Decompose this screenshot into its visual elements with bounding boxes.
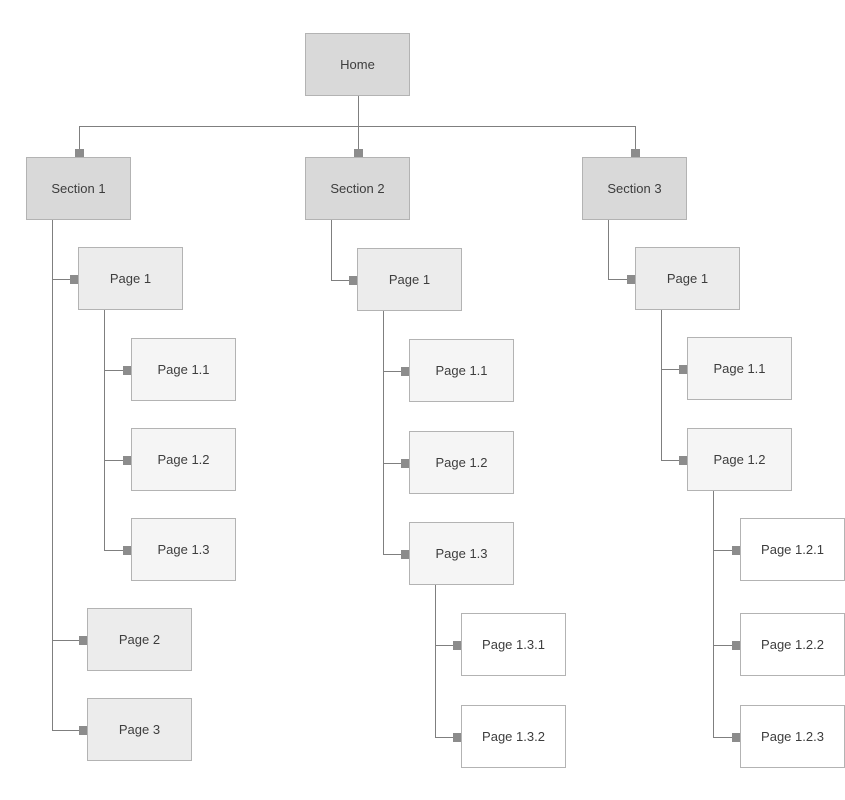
child-branch	[661, 368, 687, 370]
node-label: Page 1.2	[713, 452, 766, 467]
node-s1p11[interactable]: Page 1.1	[131, 338, 236, 401]
child-spine	[713, 491, 714, 737]
connector-marker	[401, 366, 410, 376]
node-label: Section 3	[607, 181, 662, 196]
node-label: Page 1.3	[435, 546, 488, 561]
child-spine	[608, 220, 609, 279]
node-s2p12[interactable]: Page 1.2	[409, 431, 514, 494]
connector-marker	[732, 545, 741, 555]
node-label: Page 1.3.2	[482, 729, 545, 744]
node-label: Home	[340, 57, 375, 72]
connector-marker	[123, 365, 132, 375]
child-branch	[52, 639, 87, 641]
connector-marker	[123, 545, 132, 555]
node-label: Page 1.1	[713, 361, 766, 376]
section-drop	[78, 126, 80, 157]
child-spine	[435, 585, 436, 737]
child-branch	[104, 369, 131, 371]
child-branch	[435, 644, 461, 646]
node-label: Page 1.2	[435, 455, 488, 470]
node-label: Section 2	[330, 181, 385, 196]
node-s2p1[interactable]: Page 1	[357, 248, 462, 311]
home-trunk	[357, 96, 359, 126]
child-branch	[331, 279, 357, 281]
child-spine	[383, 311, 384, 554]
child-branch	[661, 459, 687, 461]
connector-marker	[79, 725, 88, 735]
node-label: Page 1	[388, 272, 431, 287]
connector-marker	[630, 149, 640, 158]
node-label: Page 1	[109, 271, 152, 286]
node-s2p13[interactable]: Page 1.3	[409, 522, 514, 585]
child-branch	[713, 644, 740, 646]
node-label: Page 1.3.1	[482, 637, 545, 652]
child-branch	[383, 370, 409, 372]
connector-marker	[679, 364, 688, 374]
node-s2[interactable]: Section 2	[305, 157, 410, 220]
connector-marker	[349, 275, 358, 285]
node-s1p12[interactable]: Page 1.2	[131, 428, 236, 491]
connector-marker	[732, 732, 741, 742]
node-s1p1[interactable]: Page 1	[78, 247, 183, 310]
node-label: Section 1	[51, 181, 106, 196]
connector-marker	[353, 149, 363, 158]
node-s1[interactable]: Section 1	[26, 157, 131, 220]
child-spine	[331, 220, 332, 280]
connector-marker	[453, 640, 462, 650]
node-s2p132[interactable]: Page 1.3.2	[461, 705, 566, 768]
node-label: Page 1.2	[157, 452, 210, 467]
connector-marker	[679, 455, 688, 465]
child-branch	[713, 549, 740, 551]
connector-marker	[401, 458, 410, 468]
child-branch	[608, 278, 635, 280]
section-drop	[357, 126, 359, 157]
node-label: Page 3	[118, 722, 161, 737]
node-label: Page 2	[118, 632, 161, 647]
connector-marker	[401, 549, 410, 559]
node-label: Page 1.3	[157, 542, 210, 557]
node-label: Page 1.1	[435, 363, 488, 378]
node-s3p121[interactable]: Page 1.2.1	[740, 518, 845, 581]
node-s1p13[interactable]: Page 1.3	[131, 518, 236, 581]
node-label: Page 1	[666, 271, 709, 286]
node-s2p11[interactable]: Page 1.1	[409, 339, 514, 402]
connector-marker	[79, 635, 88, 645]
node-s1p2[interactable]: Page 2	[87, 608, 192, 671]
node-label: Page 1.2.2	[761, 637, 824, 652]
node-label: Page 1.2.3	[761, 729, 824, 744]
node-s3p122[interactable]: Page 1.2.2	[740, 613, 845, 676]
connector-marker	[123, 455, 132, 465]
child-spine	[661, 310, 662, 460]
child-branch	[52, 278, 78, 280]
node-home[interactable]: Home	[305, 33, 410, 96]
node-s3p11[interactable]: Page 1.1	[687, 337, 792, 400]
node-label: Page 1.2.1	[761, 542, 824, 557]
child-spine	[52, 220, 53, 730]
child-branch	[104, 549, 131, 551]
node-s3[interactable]: Section 3	[582, 157, 687, 220]
connector-marker	[732, 640, 741, 650]
child-branch	[52, 729, 87, 731]
child-branch	[383, 553, 409, 555]
child-branch	[435, 736, 461, 738]
child-branch	[383, 462, 409, 464]
connector-marker	[74, 149, 84, 158]
section-drop	[634, 126, 636, 157]
node-s3p12[interactable]: Page 1.2	[687, 428, 792, 491]
connector-marker	[453, 732, 462, 742]
connector-marker	[70, 274, 79, 284]
child-branch	[713, 736, 740, 738]
node-s2p131[interactable]: Page 1.3.1	[461, 613, 566, 676]
node-s3p123[interactable]: Page 1.2.3	[740, 705, 845, 768]
connector-marker	[627, 274, 636, 284]
child-spine	[104, 310, 105, 550]
child-branch	[104, 459, 131, 461]
section-bus	[78, 126, 635, 127]
node-s3p1[interactable]: Page 1	[635, 247, 740, 310]
node-label: Page 1.1	[157, 362, 210, 377]
node-s1p3[interactable]: Page 3	[87, 698, 192, 761]
